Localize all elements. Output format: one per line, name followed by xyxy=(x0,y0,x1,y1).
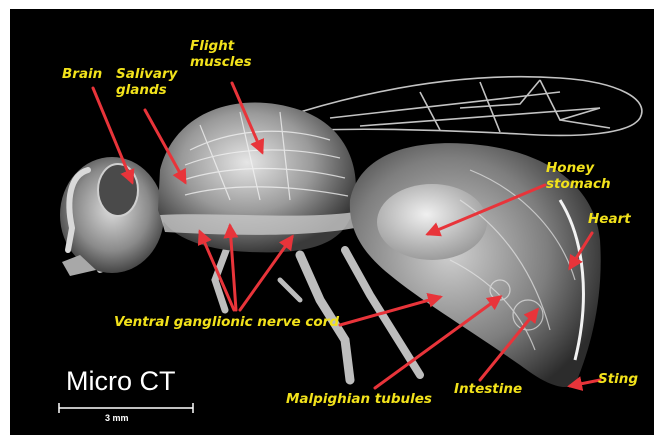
label-heart: Heart xyxy=(588,211,631,227)
label-sting: Sting xyxy=(598,371,638,387)
label-flight-line1: Flight xyxy=(190,38,252,54)
label-flight-line2: muscles xyxy=(190,54,252,70)
label-salivary-line2: glands xyxy=(116,82,177,98)
label-intestine: Intestine xyxy=(454,381,522,397)
label-salivary-line1: Salivary xyxy=(116,66,177,82)
label-honey-line1: Honey xyxy=(546,160,611,176)
label-honey-line2: stomach xyxy=(546,176,611,192)
label-honey-stomach: Honey stomach xyxy=(546,160,611,192)
label-malpighian-tubules: Malpighian tubules xyxy=(286,391,432,407)
label-flight-muscles: Flight muscles xyxy=(190,38,252,70)
label-salivary-glands: Salivary glands xyxy=(116,66,177,98)
scale-bar-label: 3 mm xyxy=(105,413,129,423)
honey-stomach-shape xyxy=(377,184,487,260)
label-ventral-nerve-cord: Ventral ganglionic nerve cord xyxy=(114,314,339,330)
modality-label: Micro CT xyxy=(66,366,176,396)
label-brain: Brain xyxy=(62,66,102,82)
